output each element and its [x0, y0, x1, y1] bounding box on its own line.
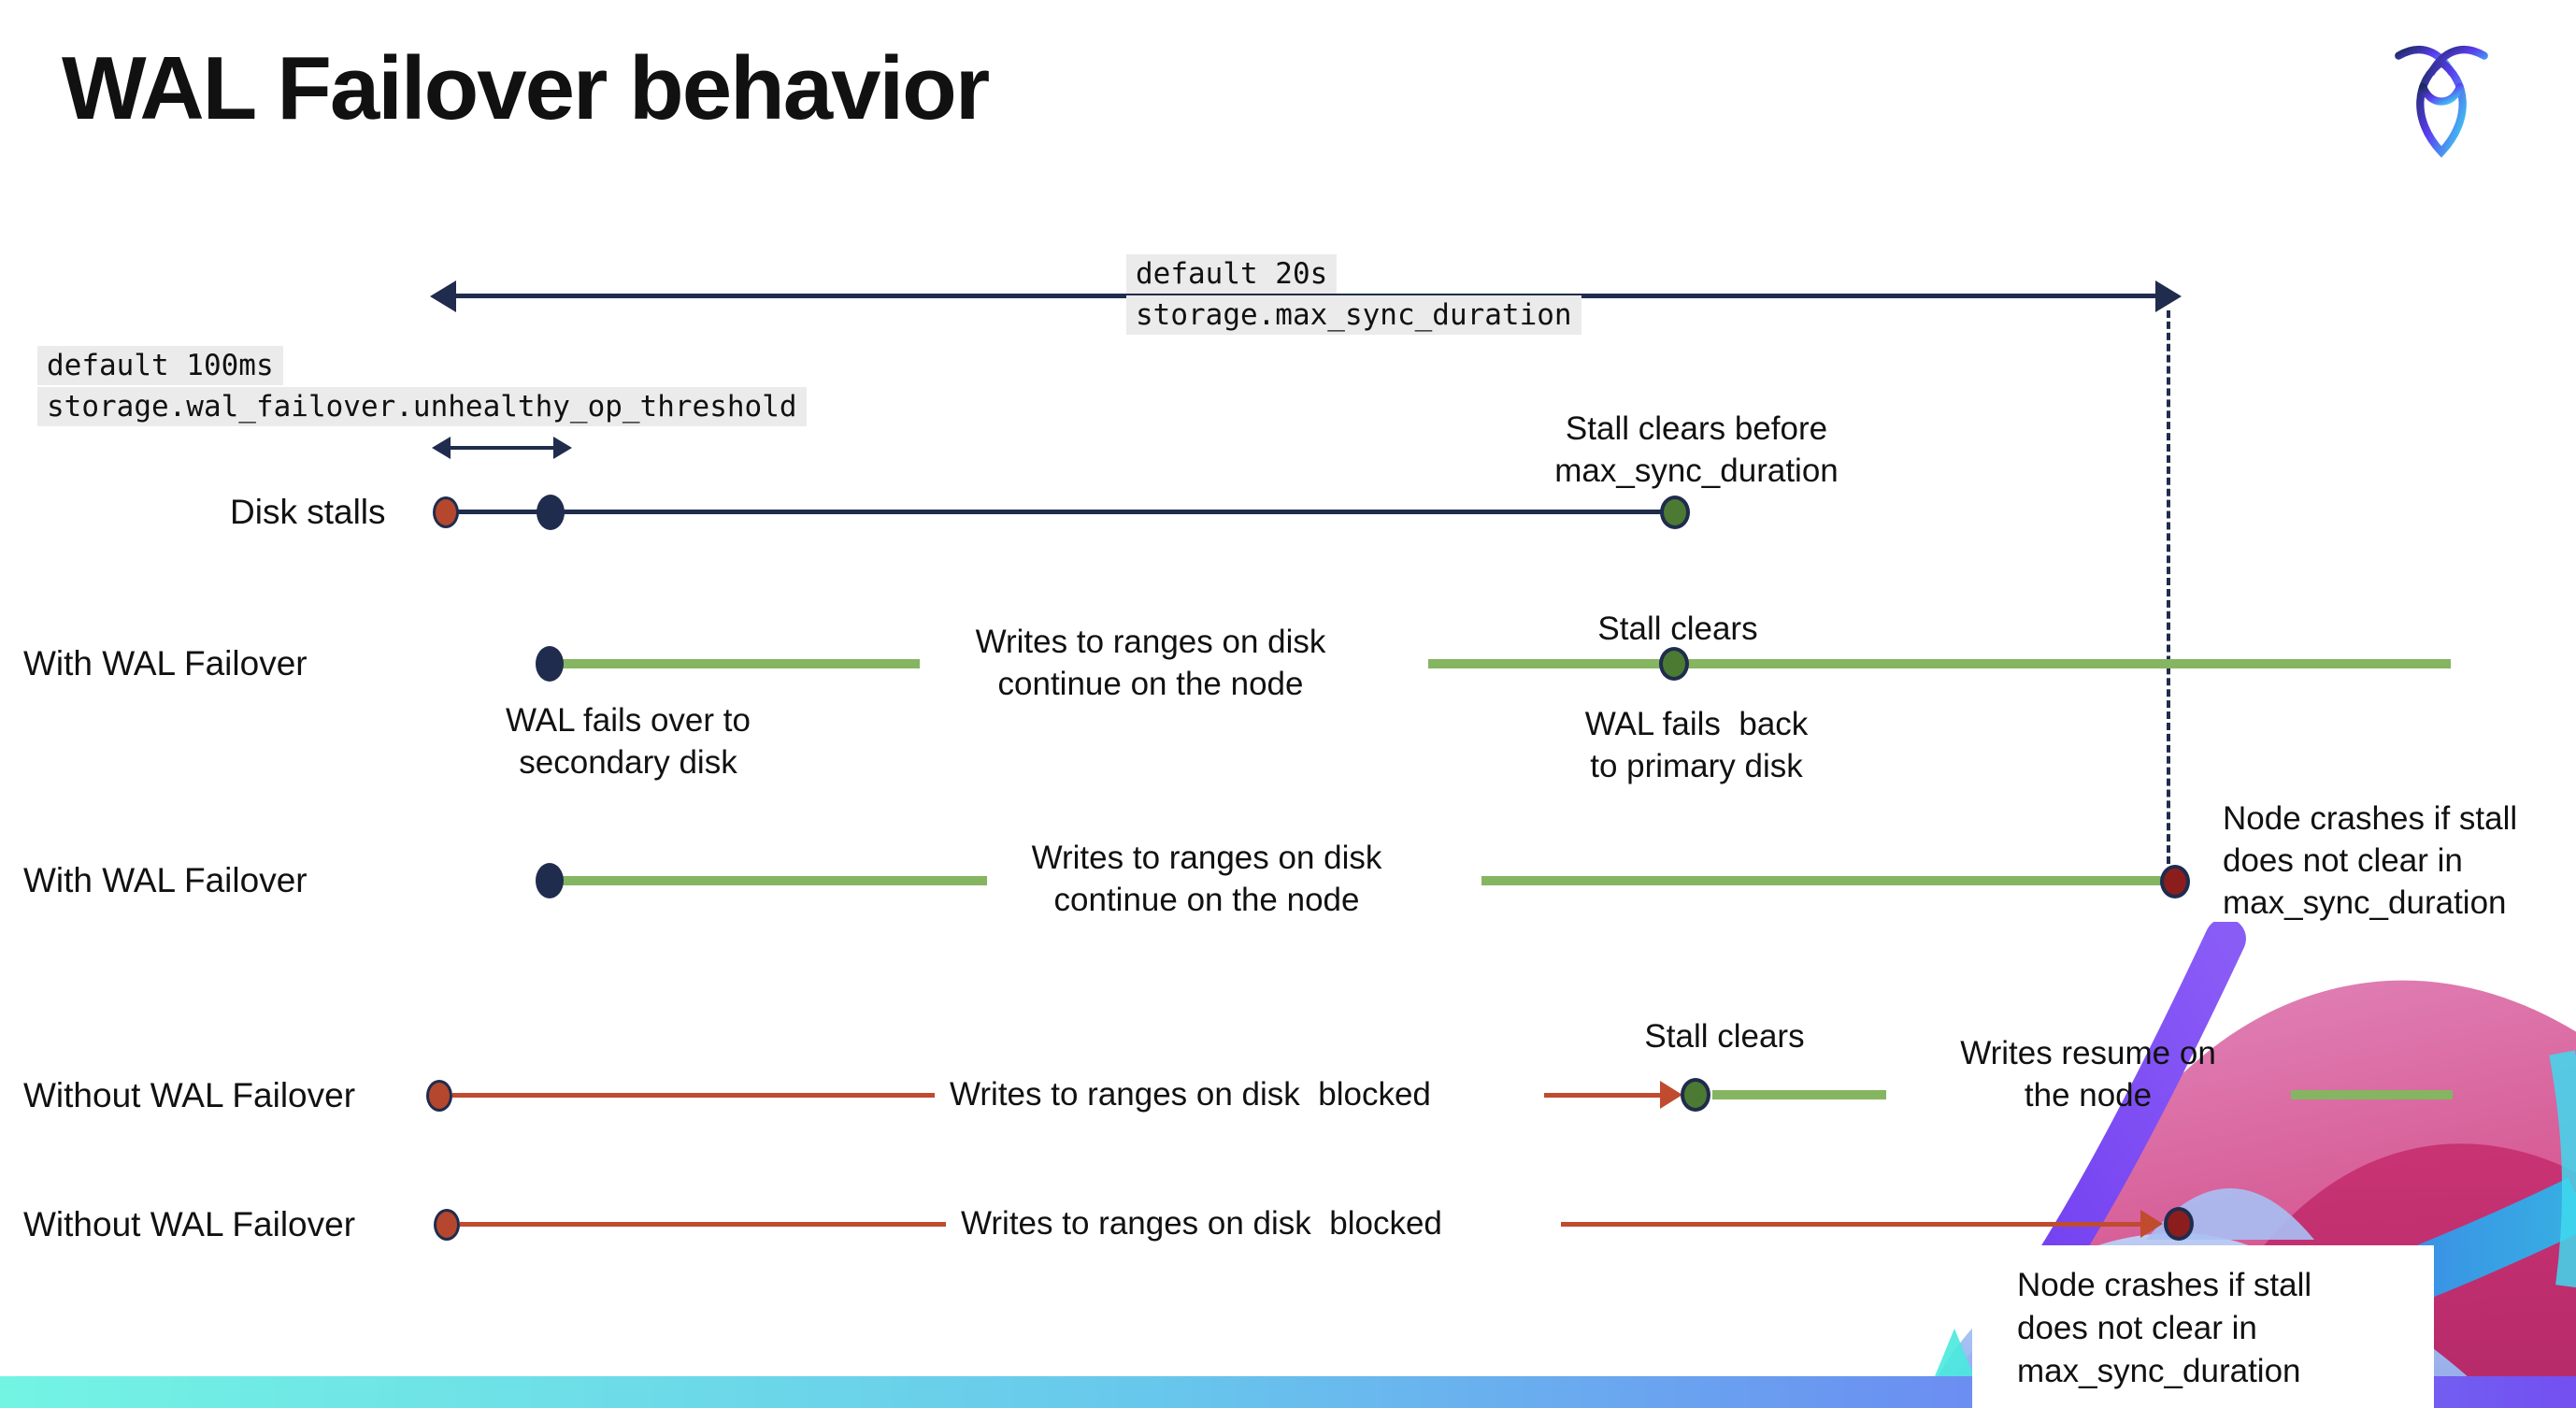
writes-blocked-line — [1544, 1093, 1662, 1098]
writes-ok-line — [1428, 659, 1660, 668]
writes-ok-line — [562, 876, 987, 885]
writes-ok-line — [562, 659, 920, 668]
row-label-with-wal-failover-1: With WAL Failover — [23, 644, 308, 682]
arrow-left-icon — [432, 437, 451, 459]
threshold-dot — [537, 495, 565, 530]
fails-over-note: WAL fails over to secondary disk — [506, 702, 751, 781]
writes-ok-line — [1712, 1090, 1886, 1099]
max-sync-deadline-dashed-line — [2167, 310, 2170, 864]
writes-blocked-line — [1561, 1222, 2142, 1227]
unhealthy-op-arrow-line — [447, 446, 557, 450]
max-sync-default-label: default 20s — [1126, 254, 1338, 294]
row-label-disk-stalls: Disk stalls — [230, 493, 386, 531]
node-crashes-note: Node crashes if stall does not clear in … — [2223, 800, 2518, 921]
writes-ok-line — [1688, 659, 2451, 668]
stall-start-dot — [433, 496, 459, 528]
stall-clears-note: Stall clears — [1597, 611, 1758, 647]
stall-clears-dot — [1660, 496, 1690, 529]
stall-clears-dot — [1681, 1078, 1710, 1112]
writes-continue-note: Writes to ranges on disk continue on the… — [975, 624, 1326, 702]
writes-resume-note: Writes resume on the node — [1960, 1035, 2216, 1113]
arrow-right-icon — [2140, 1210, 2163, 1238]
writes-blocked-line — [460, 1222, 946, 1227]
writes-ok-line — [1481, 876, 2165, 885]
writes-blocked-note: Writes to ranges on disk blocked — [950, 1076, 1431, 1113]
row-label-without-wal-failover-1: Without WAL Failover — [23, 1076, 356, 1114]
fails-back-note: WAL fails back to primary disk — [1584, 706, 1809, 784]
node-crash-dot — [2164, 1207, 2194, 1241]
stall-start-dot — [434, 1209, 460, 1241]
disk-stalls-timeline-line — [446, 510, 1672, 514]
stall-clears-before-note: Stall clears before max_sync_duration — [1554, 410, 1839, 489]
node-crash-dot — [2160, 865, 2190, 898]
failover-dot — [536, 863, 564, 898]
writes-continue-note: Writes to ranges on disk continue on the… — [1031, 840, 1382, 918]
arrow-left-icon — [430, 280, 456, 312]
writes-blocked-note: Writes to ranges on disk blocked — [961, 1205, 1442, 1242]
failover-dot — [536, 646, 564, 682]
row-label-with-wal-failover-2: With WAL Failover — [23, 861, 308, 899]
arrow-right-icon — [1660, 1081, 1682, 1109]
note-card — [1972, 1245, 2434, 1408]
unhealthy-op-default-label: default 100ms — [37, 346, 283, 385]
cockroachdb-logo-icon — [2395, 45, 2488, 158]
row-label-without-wal-failover-2: Without WAL Failover — [23, 1205, 356, 1243]
node-crashes-note: Node crashes if stall does not clear in … — [2017, 1267, 2312, 1389]
unhealthy-op-setting-label: storage.wal_failover.unhealthy_op_thresh… — [37, 387, 807, 426]
max-sync-setting-label: storage.max_sync_duration — [1126, 295, 1581, 335]
page-title: WAL Failover behavior — [62, 38, 990, 138]
stall-clears-note: Stall clears — [1644, 1018, 1805, 1055]
stall-start-dot — [426, 1080, 452, 1112]
writes-blocked-line — [452, 1093, 935, 1098]
stall-clears-dot — [1659, 647, 1689, 681]
arrow-right-icon — [2155, 280, 2182, 312]
writes-ok-line — [2291, 1090, 2453, 1099]
arrow-right-icon — [553, 437, 572, 459]
